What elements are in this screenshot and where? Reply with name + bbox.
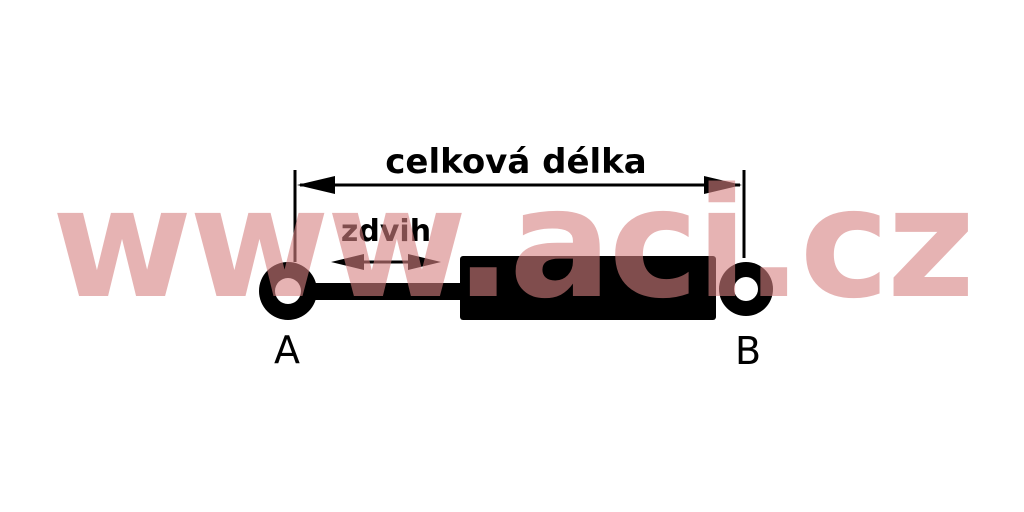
stroke-label: zdvih (341, 214, 431, 249)
endpoint-b-label: B (735, 329, 761, 373)
strut-rod (314, 283, 464, 300)
strut-cylinder (460, 256, 716, 320)
stroke-arrowhead-right-icon (408, 254, 441, 270)
eyelet-b-hole (734, 277, 758, 301)
endpoint-a-label: A (274, 328, 300, 372)
stroke-arrowhead-left-icon (331, 254, 364, 270)
total-length-arrowhead-right-icon (704, 176, 742, 194)
total-length-arrowhead-left-icon (297, 176, 335, 194)
total-length-label: celková délka (385, 142, 646, 182)
eyelet-a-hole (275, 278, 301, 304)
